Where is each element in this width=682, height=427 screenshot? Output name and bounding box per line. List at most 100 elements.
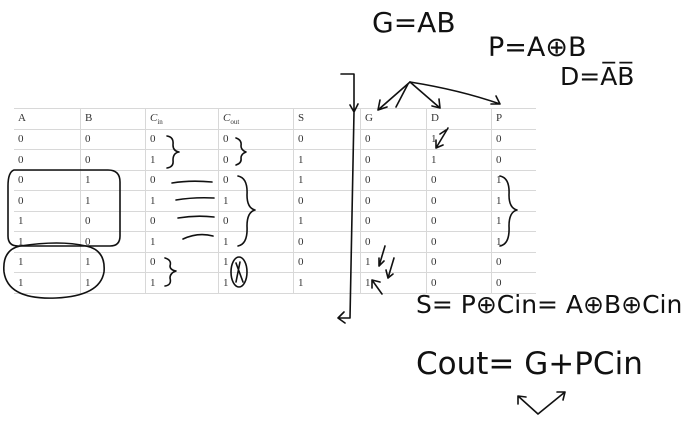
table-cell: 1: [491, 170, 536, 191]
arrow-g-bottom-1: [378, 245, 386, 267]
table-cell: 1: [145, 272, 219, 294]
header-cell-b: B: [80, 108, 146, 130]
arrow-g-bottom-2: [385, 257, 395, 279]
table-cell: 1: [80, 170, 146, 191]
circle-cout-fill: [235, 261, 244, 283]
header-cell-a: A: [14, 108, 81, 130]
table-cell: 1: [218, 231, 294, 253]
arrow-under-cout: [517, 391, 566, 415]
table-cell: 0: [80, 129, 146, 150]
table-cell: 0: [360, 170, 427, 191]
table-cell: 0: [145, 170, 219, 191]
table-cell: 1: [491, 231, 536, 253]
table-cell: 0: [14, 129, 81, 150]
table-cell: 0: [426, 272, 492, 294]
table-cell: 0: [293, 129, 361, 150]
table-cell: 1: [80, 272, 146, 294]
table-cell: 0: [218, 170, 294, 191]
box-ab-mid: [7, 169, 121, 247]
header-cell-s: S: [293, 108, 361, 130]
header-cell-d: D: [426, 108, 492, 130]
table-cell: 0: [145, 252, 219, 273]
table-cell: 0: [80, 211, 146, 232]
table-cell: 0: [360, 211, 427, 232]
table-cell: 0: [218, 129, 294, 150]
table-cell: 1: [80, 252, 146, 273]
loop-ab-bottom: [3, 242, 105, 299]
table-cell: 1: [14, 231, 81, 253]
table-cell: 1: [293, 272, 361, 294]
table-cell: 0: [360, 129, 427, 150]
table-cell: 0: [80, 149, 146, 171]
header-cell-cin: Cin: [145, 108, 219, 130]
brace-cin-bottom: [164, 257, 177, 287]
brace-cout-top: [235, 137, 247, 166]
table-cell: 0: [80, 231, 146, 253]
table-cell: 0: [360, 149, 427, 171]
table-cell: 0: [218, 211, 294, 232]
eq-d: D=A̅B̅: [560, 62, 635, 91]
table-cell: 0: [426, 190, 492, 212]
table-cell: 1: [145, 149, 219, 171]
eq-p: P=A⊕B: [488, 32, 587, 63]
table-cell: 1: [491, 190, 536, 212]
brace-cout-mid: [237, 175, 256, 247]
table-cell: 0: [426, 170, 492, 191]
divider-line: [337, 73, 359, 324]
table-cell: 0: [360, 231, 427, 253]
table-cell: 0: [293, 252, 361, 273]
arrow-to-d: [409, 81, 441, 109]
table-cell: 1: [491, 211, 536, 232]
table-cell: 1: [14, 211, 81, 232]
table-cell: 1: [426, 149, 492, 171]
table-cell: 0: [491, 129, 536, 150]
header-row: A B Cin Cout S G D P: [14, 108, 536, 130]
arrow-to-p: [409, 81, 501, 105]
table-cell: 1: [293, 170, 361, 191]
table-cell: 0: [426, 231, 492, 253]
header-cell-p: P: [491, 108, 536, 130]
table-cell: 0: [426, 252, 492, 273]
header-cell-cout: Cout: [218, 108, 294, 130]
dash-row-4: [177, 215, 215, 219]
table-cell: 0: [145, 129, 219, 150]
table-cell: 1: [293, 149, 361, 171]
table-cell: 1: [145, 190, 219, 212]
brace-cin-top: [166, 135, 180, 169]
table-cell: 0: [293, 190, 361, 212]
dash-row-2: [171, 180, 213, 184]
table-cell: 1: [14, 252, 81, 273]
table-cell: 0: [491, 149, 536, 171]
arrow-g-bottom-3: [371, 279, 383, 295]
arrow-d-rows: [435, 127, 449, 149]
header-cell-g: G: [360, 108, 427, 130]
table-cell: 0: [14, 170, 81, 191]
table-cell: 1: [293, 211, 361, 232]
eq-g: G=AB: [372, 6, 456, 39]
table-cell: 0: [293, 231, 361, 253]
table-cell: 0: [491, 252, 536, 273]
eq-s: S= P⊕Cin= A⊕B⊕Cin: [416, 290, 682, 319]
circle-cout-bottom: [230, 256, 248, 288]
table-cell: 0: [491, 272, 536, 294]
table-cell: 0: [14, 190, 81, 212]
table-cell: 1: [360, 252, 427, 273]
table-cell: 1: [218, 190, 294, 212]
table-cell: 0: [426, 211, 492, 232]
table-cell: 1: [14, 272, 81, 294]
brace-p-mid: [499, 175, 518, 247]
table-cell: 1: [80, 190, 146, 212]
arrow-to-g: [377, 81, 411, 111]
dash-row-5: [182, 233, 214, 240]
table-cell: 0: [360, 190, 427, 212]
